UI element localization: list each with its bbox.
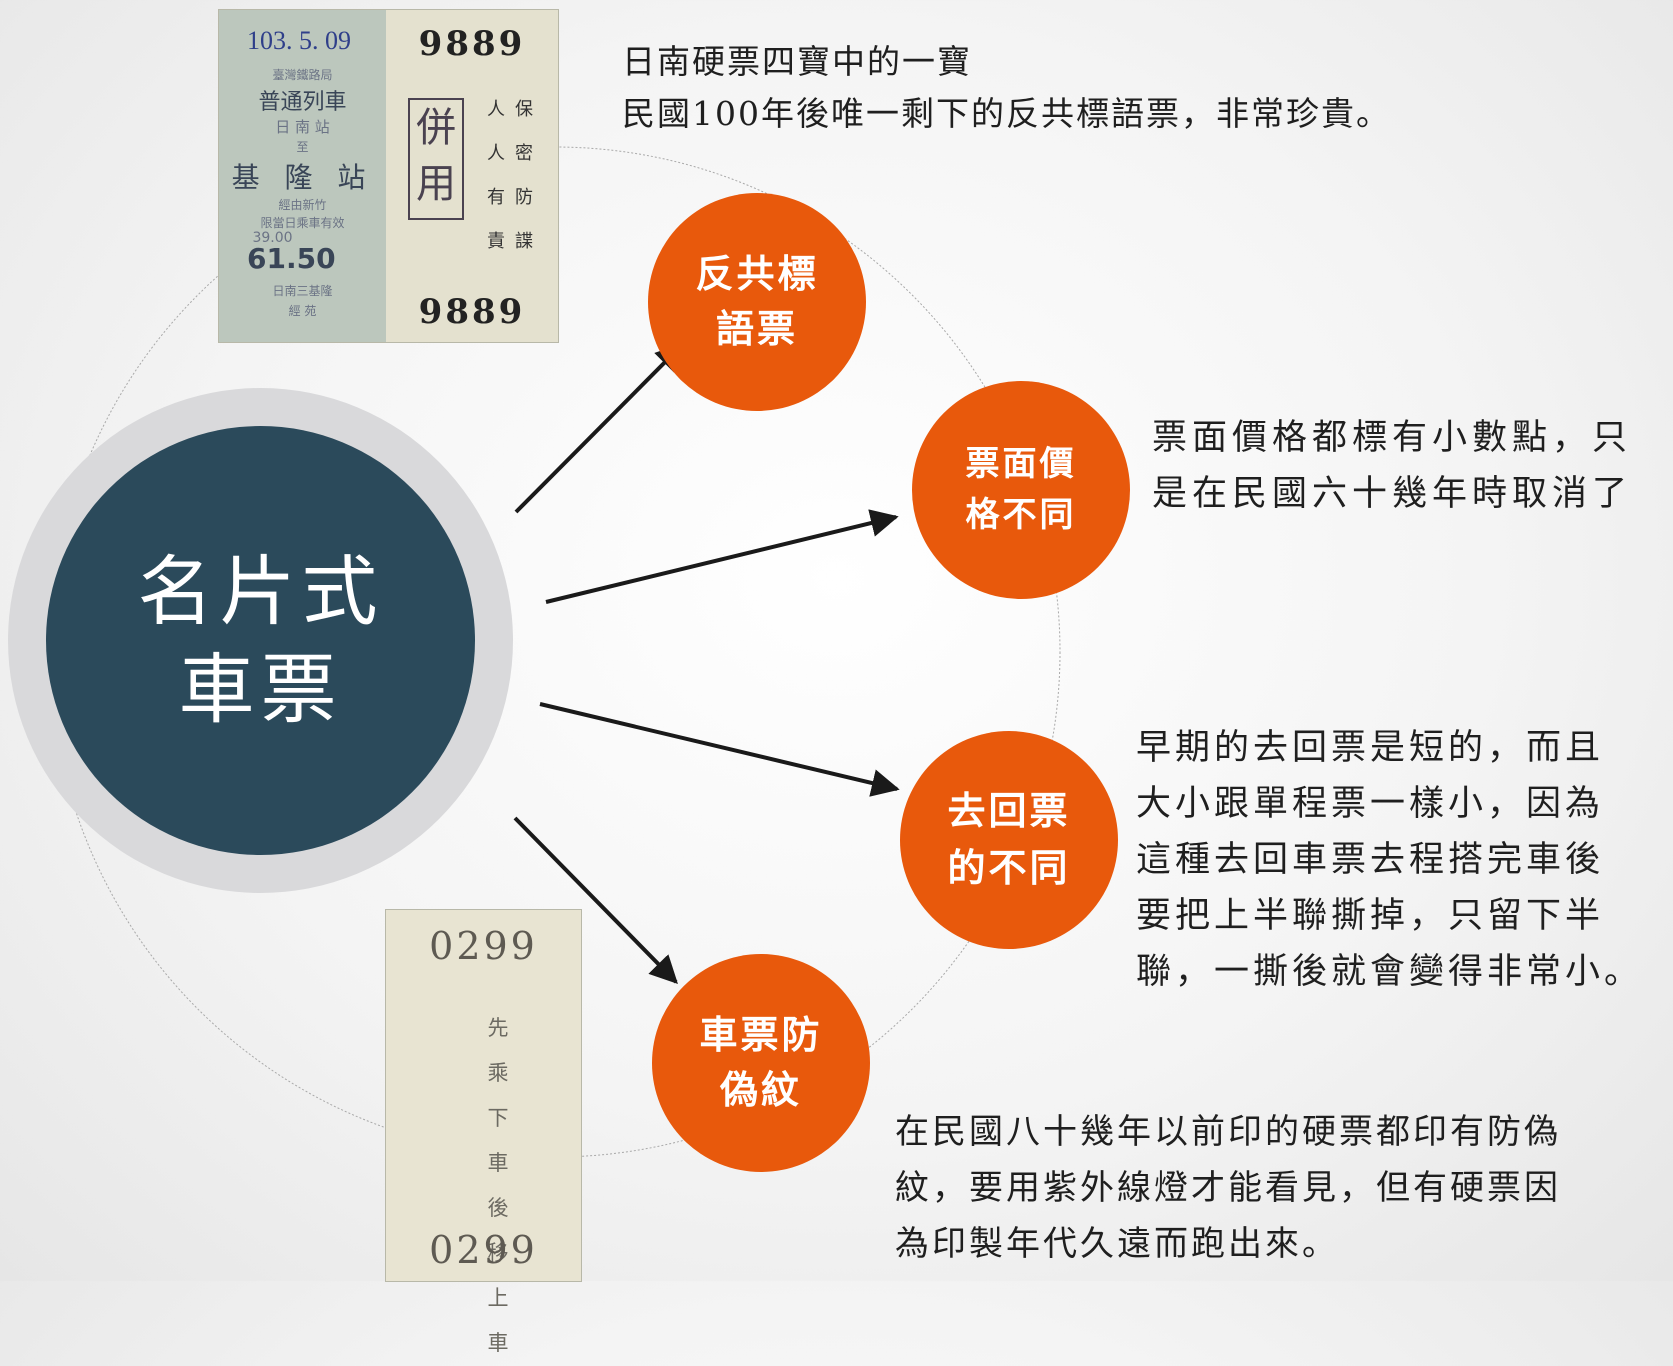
ticket-stub-right: 9889 併 用 人 人 有 責 保 密 防 諜 9889 [386,10,558,342]
node-label-line1: 票面價 [965,444,1077,484]
description-line: 票面價格都標有小數點，只 [1152,418,1633,458]
slogan-char: 諜 [515,231,533,252]
slogan-char: 人 [487,99,505,120]
ticket-date: 103. 5. 09 [247,26,351,55]
slogan-char: 保 [515,99,533,120]
ticket-serial-top: 0299 [429,924,538,968]
ticket-price: 61.50 [247,242,336,275]
description-line: 在民國八十幾年以前印的硬票都印有防偽 [895,1112,1561,1152]
node-label-line2: 偽紋 [719,1068,802,1112]
slogan-column-2: 保 密 防 諜 [514,88,534,264]
description-anti-communist: 日南硬票四寶中的一寶 民國100年後唯一剩下的反共標語票，非常珍貴。 [622,36,1391,140]
ticket-serial-bottom: 0299 [429,1228,538,1272]
ticket-vertical-text-item: 下車 [487,1106,509,1175]
description-line: 紋，要用紫外線燈才能看見，但有硬票因 [895,1168,1561,1208]
center-title-line1: 名片式 [137,547,384,637]
description-line: 為印製年代久遠而跑出來。 [895,1224,1339,1264]
node-anti-communist-slogan: 反共標 語票 [648,193,866,411]
ticket-to-station: 基 隆 站 [231,161,374,194]
ticket-note-1: 經由新竹 [278,198,327,212]
ticket-route: 日南三基隆 [272,284,333,298]
center-title-line2: 車票 [178,644,343,734]
slogan-char: 密 [515,143,533,164]
node-label-line1: 反共標 [695,251,819,296]
node-label-line2: 格不同 [965,495,1077,535]
ticket-joint-use-stamp: 併 用 [408,98,464,220]
node-label-line1: 車票防 [699,1012,823,1057]
description-line: 大小跟單程票一樣小，因為 [1136,784,1605,824]
description-line: 是在民國六十幾年時取消了 [1152,474,1633,514]
ticket-issuer: 臺灣鐵路局 [272,68,333,82]
description-anti-counterfeit: 在民國八十幾年以前印的硬票都印有防偽 紋，要用紫外線燈才能看見，但有硬票因 為印… [895,1104,1561,1272]
description-line: 要把上半聯撕掉，只留下半 [1136,896,1605,936]
node-anti-counterfeit-pattern: 車票防 偽紋 [652,954,870,1172]
description-line: 日南硬票四寶中的一寶 [622,42,972,81]
description-line: 聯，一撕後就會變得非常小。 [1136,952,1644,992]
ticket-route-2: 經 苑 [288,304,317,318]
description-line: 早期的去回票是短的，而且 [1136,728,1605,768]
ticket-vertical-text-item: 先乘 [487,1016,509,1085]
description-line: 民國100年後唯一剩下的反共標語票，非常珍貴。 [622,94,1391,133]
ticket-from-station: 日 南 站 [275,118,330,136]
ticket-serial-bottom: 9889 [418,292,526,332]
ticket-vertical-text: 先乘 下車 後移 上車 [478,1006,518,1366]
ticket-photo-anti-counterfeit: 0299 先乘 下車 後移 上車 0299 [386,910,581,1355]
slogan-char: 人 [487,143,505,164]
ticket-serial-top: 9889 [418,24,526,64]
center-node: 名片式 車票 [46,426,475,855]
diagram-canvas: 名片式 車票 反共標 語票 票面價 格不同 去回票 的不同 車票防 偽紋 日南硬… [8,10,1643,1355]
slogan-char: 責 [487,231,505,252]
node-label-line2: 的不同 [947,846,1071,890]
ticket-photo-anti-communist: 103. 5. 09 臺灣鐵路局 普通列車 日 南 站 至 基 隆 站 經由新竹… [219,10,558,342]
ticket-to-marker: 至 [296,140,309,154]
stamp-char: 併 [416,105,456,151]
description-price: 票面價格都標有小數點，只 是在民國六十幾年時取消了 [1152,410,1632,522]
node-label-line2: 語票 [715,307,798,351]
ticket-train-type: 普通列車 [258,90,347,115]
ticket-stub-left: 103. 5. 09 臺灣鐵路局 普通列車 日 南 站 至 基 隆 站 經由新竹… [219,10,386,342]
slogan-char: 有 [487,187,505,208]
ticket-old-price: 39.00 [252,230,293,246]
stamp-char: 用 [416,161,456,207]
ticket-vertical-text-item: 上車 [487,1286,509,1355]
node-round-trip-difference: 去回票 的不同 [900,731,1118,949]
slogan-char: 防 [515,187,533,208]
ticket-vertical-text-item: 後移 [487,1196,509,1265]
arrow-to-price [545,509,899,604]
slogan-column-1: 人 人 有 責 [486,88,506,264]
node-price-difference: 票面價 格不同 [912,381,1130,599]
description-line: 這種去回車票去程搭完車後 [1136,840,1605,880]
arrow-to-round-trip [539,702,900,797]
description-round-trip: 早期的去回票是短的，而且 大小跟單程票一樣小，因為 這種去回車票去程搭完車後 要… [1136,720,1643,1000]
node-label-line1: 去回票 [947,789,1071,833]
ticket-note-2: 限當日乘車有效 [260,216,345,230]
arrow-to-anti-communist [514,343,684,514]
arrow-to-anti-counterfeit [513,816,678,984]
